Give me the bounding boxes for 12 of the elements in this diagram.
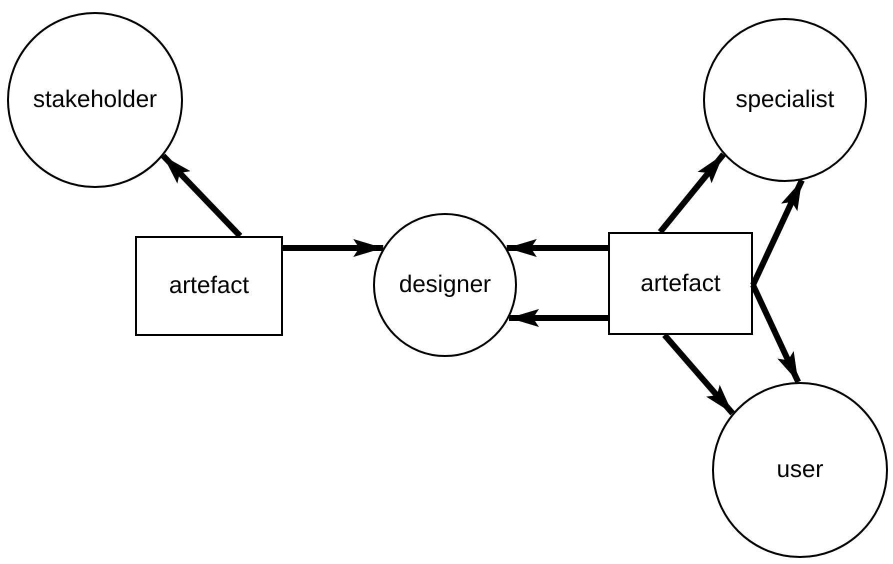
- arrow: [750, 178, 805, 286]
- arrow: [658, 152, 726, 234]
- arrow: [509, 309, 608, 327]
- arrow: [662, 333, 735, 416]
- box-node: [608, 232, 753, 335]
- box-node: [135, 236, 283, 336]
- arrow: [750, 284, 801, 384]
- node-label: specialist: [736, 88, 834, 112]
- arrow: [506, 239, 608, 257]
- arrow: [283, 239, 384, 257]
- arrow: [160, 154, 242, 238]
- node-label: designer: [398, 273, 492, 297]
